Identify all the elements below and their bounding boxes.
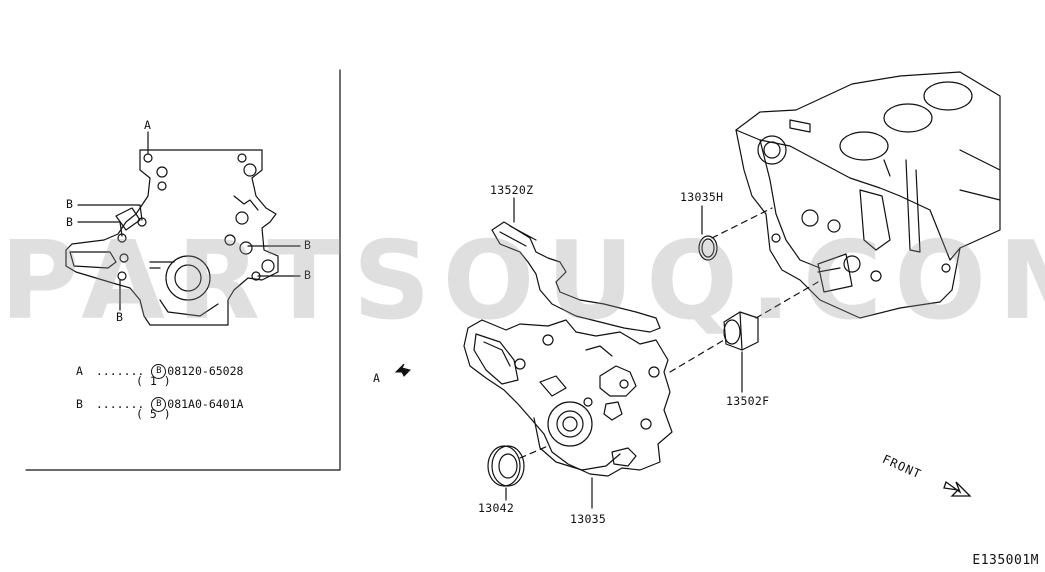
part-label-13502F: 13502F [726, 394, 770, 408]
front-arrow-icon [943, 480, 972, 497]
inset-frame [25, 69, 341, 471]
bolt-symbol-icon: B [151, 364, 167, 379]
part-label-13035H: 13035H [680, 190, 724, 204]
legend-dots: ....... [95, 364, 145, 378]
oil-seal-drawing [487, 445, 525, 487]
diagram-code: E135001M [972, 553, 1039, 568]
inset-callout-b: B [304, 238, 312, 252]
inset-callout-b: B [116, 310, 124, 324]
part-label-13035: 13035 [570, 512, 607, 526]
o-ring-drawing [698, 235, 718, 261]
inset-cover-drawing [65, 149, 279, 326]
part-label-13520Z: 13520Z [490, 183, 534, 197]
inset-callout-b: B [66, 197, 74, 211]
legend-key: A [76, 364, 83, 378]
part-label-13042: 13042 [478, 501, 515, 515]
sprocket-drawing [723, 311, 759, 351]
legend-key: B [76, 397, 83, 411]
legend-part-number: 081A0-6401A [167, 397, 244, 411]
front-cover-drawing [463, 319, 673, 477]
slack-guide-drawing [491, 221, 661, 333]
legend-part-number: 08120-65028 [167, 364, 244, 378]
view-arrow-icon [394, 363, 411, 377]
inset-callout-b: B [66, 215, 74, 229]
view-a-label: A [373, 371, 381, 385]
alignment-lines [519, 207, 819, 459]
inset-callout-a: A [144, 118, 152, 132]
cylinder-block-drawing [735, 71, 1001, 319]
legend-qty: ( 1 ) [136, 374, 171, 388]
inset-callout-b: B [304, 268, 312, 282]
legend-qty: ( 5 ) [136, 407, 171, 421]
bolt-symbol-icon: B [151, 397, 167, 412]
legend-dots: ....... [95, 397, 145, 411]
